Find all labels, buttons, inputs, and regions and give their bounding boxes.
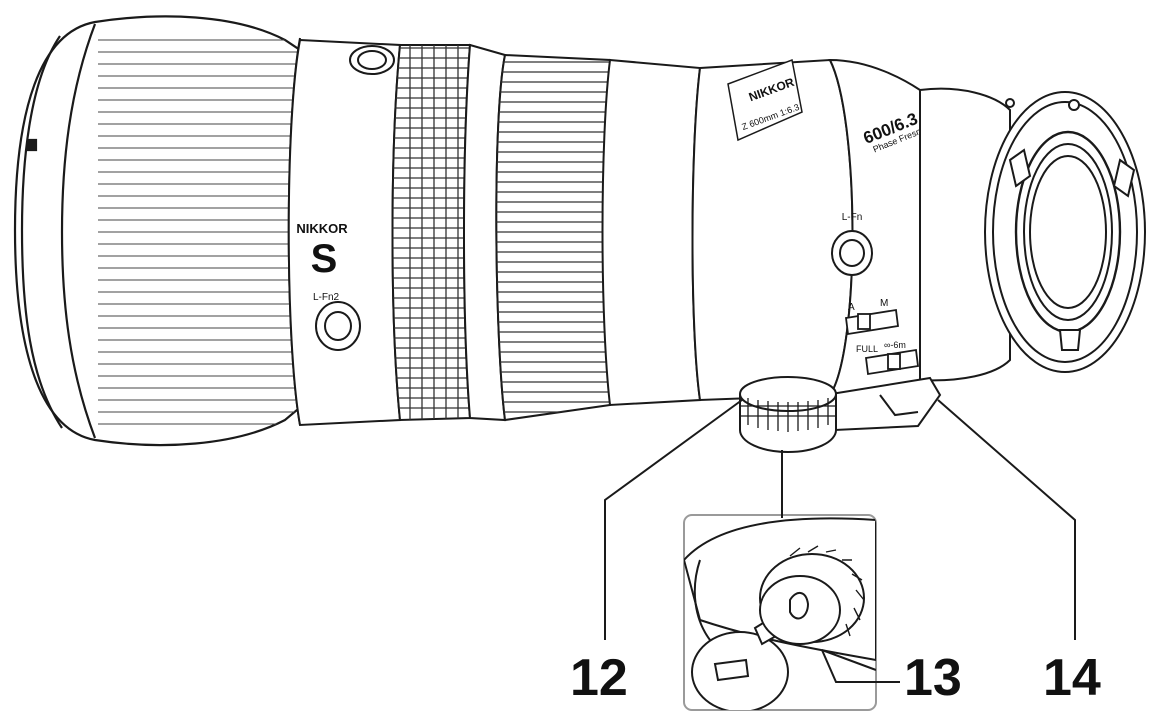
l-fn2-button[interactable] bbox=[315, 301, 361, 351]
limit-switch-inf-label: ∞-6m bbox=[884, 340, 906, 350]
l-fn-label: L-Fn bbox=[842, 212, 863, 223]
tripod-lock-knob[interactable] bbox=[739, 376, 837, 453]
callout-13: 13 bbox=[904, 649, 962, 707]
callout-leaders bbox=[604, 399, 1076, 683]
limit-switch-full-label: FULL bbox=[856, 344, 878, 354]
af-mf-switch-m-label: M bbox=[880, 298, 888, 309]
focus-ring[interactable] bbox=[495, 53, 615, 422]
control-ring[interactable] bbox=[391, 40, 475, 425]
af-mf-switch-a-label: A bbox=[848, 302, 855, 313]
callout-14: 14 bbox=[1043, 649, 1101, 707]
focus-limit-switch[interactable] bbox=[864, 348, 920, 376]
callout-12: 12 bbox=[570, 649, 628, 707]
l-fn-button[interactable] bbox=[831, 230, 873, 276]
l-fn2-label: L-Fn2 bbox=[313, 292, 340, 303]
af-mf-switch[interactable] bbox=[844, 308, 900, 336]
nameplate bbox=[727, 58, 803, 142]
series-mark: S bbox=[311, 237, 338, 281]
lens-hood bbox=[13, 15, 317, 447]
barrel-rear bbox=[601, 58, 921, 407]
lens-mount bbox=[919, 87, 1146, 382]
brand-label: NIKKOR bbox=[296, 221, 348, 236]
hood-ribs bbox=[98, 39, 300, 425]
